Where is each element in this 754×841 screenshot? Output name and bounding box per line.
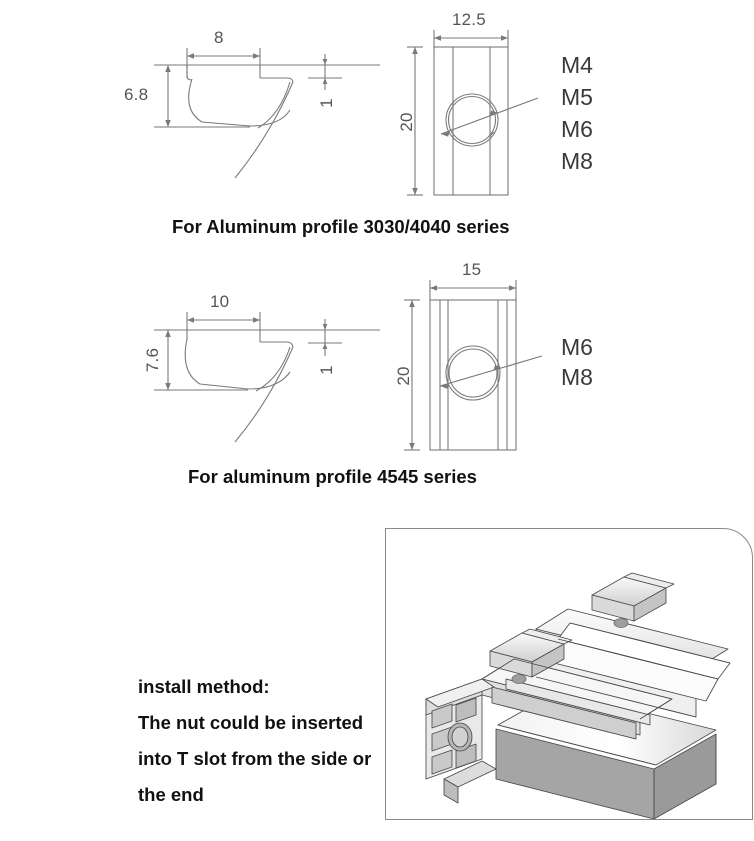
thread-label-m6: M6 [561, 116, 593, 142]
product-photo-panel [385, 528, 753, 820]
dimension-lip-1: 1 [317, 98, 336, 108]
t-nut-front-view-4545: 15 20 [390, 258, 630, 458]
caption-3030-4040: For Aluminum profile 3030/4040 series [172, 216, 510, 237]
dimension-height-20: 20 [397, 112, 416, 132]
caption-4545: For aluminum profile 4545 series [188, 466, 477, 487]
dimension-height-7-6: 7.6 [143, 347, 162, 373]
dimension-height-20: 20 [394, 366, 413, 386]
thread-label-m8: M8 [561, 148, 593, 174]
dimension-width-8: 8 [214, 28, 224, 47]
aluminum-extrusion-with-t-nuts-render [425, 572, 731, 819]
dimension-height-6-8: 6.8 [124, 85, 149, 104]
dimension-lip-1: 1 [317, 365, 336, 375]
install-note-line-4: the end [138, 784, 204, 805]
t-nut-side-profile-view-3030: 8 6.8 1 [124, 10, 390, 205]
install-note-line-1: install method: [138, 676, 270, 697]
dimension-width-10: 10 [210, 292, 230, 311]
install-note-line-3: into T slot from the side or [138, 748, 372, 769]
dimension-width-12-5: 12.5 [452, 10, 486, 29]
thread-label-m8: M8 [561, 364, 593, 390]
thread-label-m5: M5 [561, 84, 593, 110]
dimension-width-15: 15 [462, 260, 482, 279]
t-nut-front-view-3030: 12.5 20 [390, 10, 630, 205]
t-nut-side-profile-view-4545: 10 7.6 1 [130, 272, 390, 462]
install-note-line-2: The nut could be inserted [138, 712, 364, 733]
thread-label-m4: M4 [561, 52, 593, 78]
thread-label-m6: M6 [561, 334, 593, 360]
